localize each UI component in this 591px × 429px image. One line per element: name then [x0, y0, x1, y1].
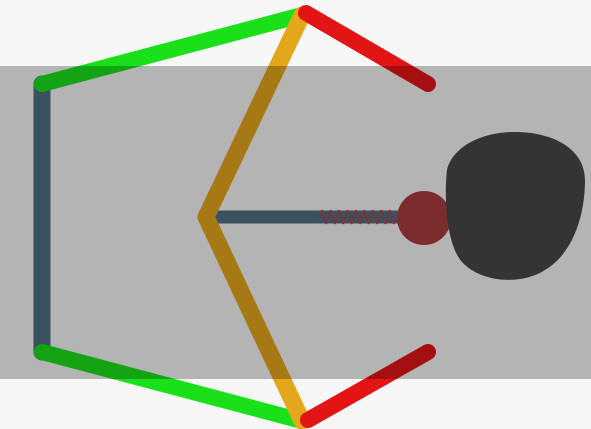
- overlay-band: [0, 66, 591, 379]
